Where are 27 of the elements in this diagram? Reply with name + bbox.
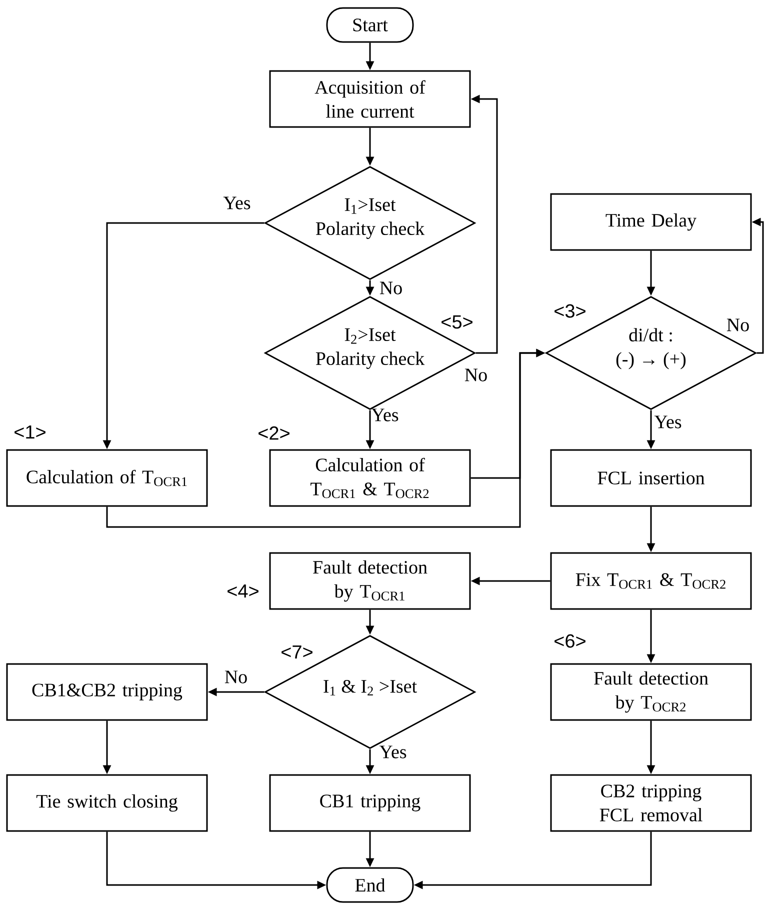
edge-label: Yes: [223, 196, 250, 210]
edge-label: Yes: [654, 416, 682, 428]
process-box: Acquisition of line current: [269, 70, 471, 128]
process-box: Fix T$_{OCR1}$ & T$_{OCR2}$: [550, 552, 752, 610]
process-box: FCL insertion: [550, 449, 752, 507]
terminal-box: Start: [326, 7, 414, 43]
callout-number: <7>: [282, 645, 312, 659]
process-box: Tie switch closing: [6, 774, 208, 832]
terminal-box: End: [326, 867, 414, 903]
callout-number: <3>: [554, 304, 586, 318]
edge-label: No: [224, 670, 247, 684]
callout-number: <5>: [442, 315, 472, 329]
edge-label: No: [726, 318, 749, 332]
process-box: Calculation of T$_{OCR1}$: [6, 449, 208, 507]
callout-number: <4>: [228, 584, 258, 598]
process-box: Calculation of T$_{OCR1}$ & T$_{OCR2}$: [269, 449, 471, 507]
edge-label: No: [464, 368, 487, 382]
process-box: Fault detection by T$_{OCR2}$: [550, 663, 752, 721]
process-box: Time Delay: [550, 193, 752, 251]
process-box: Fault detection by T$_{OCR1}$: [269, 552, 471, 610]
callout-number: <6>: [554, 634, 586, 648]
edge-label: Yes: [371, 408, 398, 422]
callout-number: <2>: [258, 426, 290, 440]
process-box: CB1 tripping: [269, 774, 471, 832]
edge-label: No: [380, 282, 402, 294]
process-box: CB1&CB2 tripping: [6, 663, 208, 721]
process-box: CB2 tripping FCL removal: [550, 774, 752, 832]
